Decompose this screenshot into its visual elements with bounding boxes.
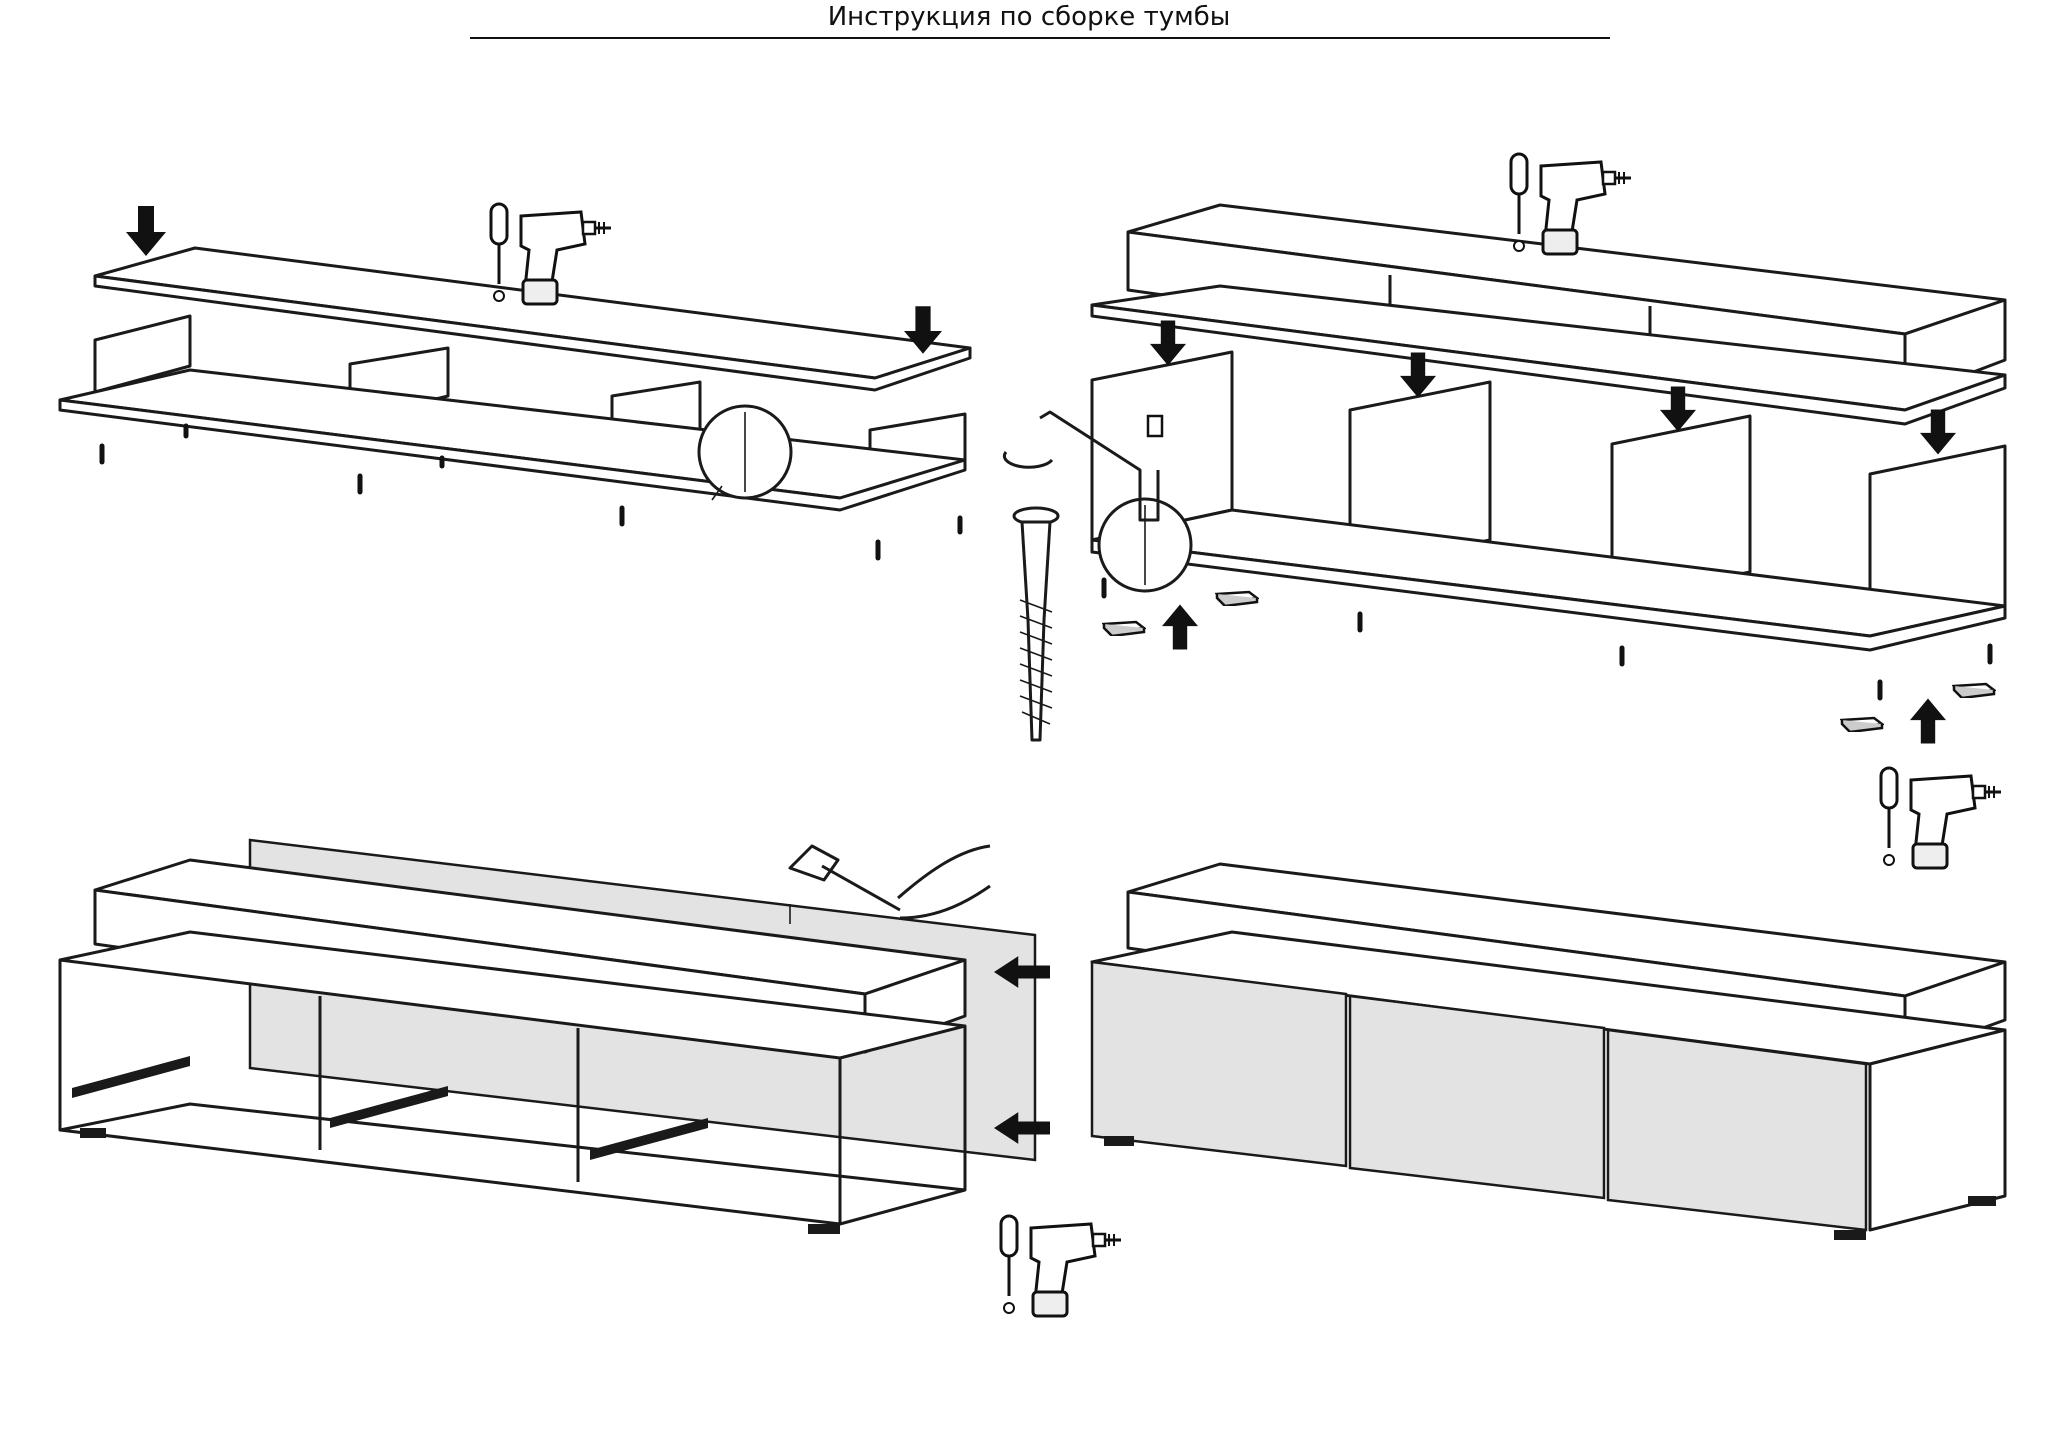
hex-key-icon [1146,414,1164,438]
screwdriver-and-drill-icon [999,1214,1123,1318]
drawer-front [1606,1028,1868,1232]
furniture-foot-icon [1840,716,1884,732]
arrow-up-icon [1910,698,1946,744]
furniture-foot-icon [1215,590,1259,606]
step-1-top-panel-assembly [58,202,972,561]
step-3-back-panel-and-slides [58,838,1123,1318]
drawer-front [1090,960,1348,1168]
furniture-foot-icon [1952,682,1996,698]
instruction-title: Инструкция по сборке тумбы [827,2,1231,32]
arrow-down-icon [126,206,166,256]
screwdriver-and-drill-icon [1509,152,1633,256]
hammer-in-hand-icon [788,844,991,924]
arrow-up-icon [1162,604,1198,650]
drawer-front [1348,994,1606,1200]
screwdriver-and-drill-icon [1879,766,2003,870]
hardware-detail [1002,410,1164,742]
title-underline [470,37,1610,39]
step-2-body-assembly [1090,152,2007,870]
furniture-foot-icon [1102,620,1146,636]
step-4-finished-cabinet [1090,862,2007,1240]
